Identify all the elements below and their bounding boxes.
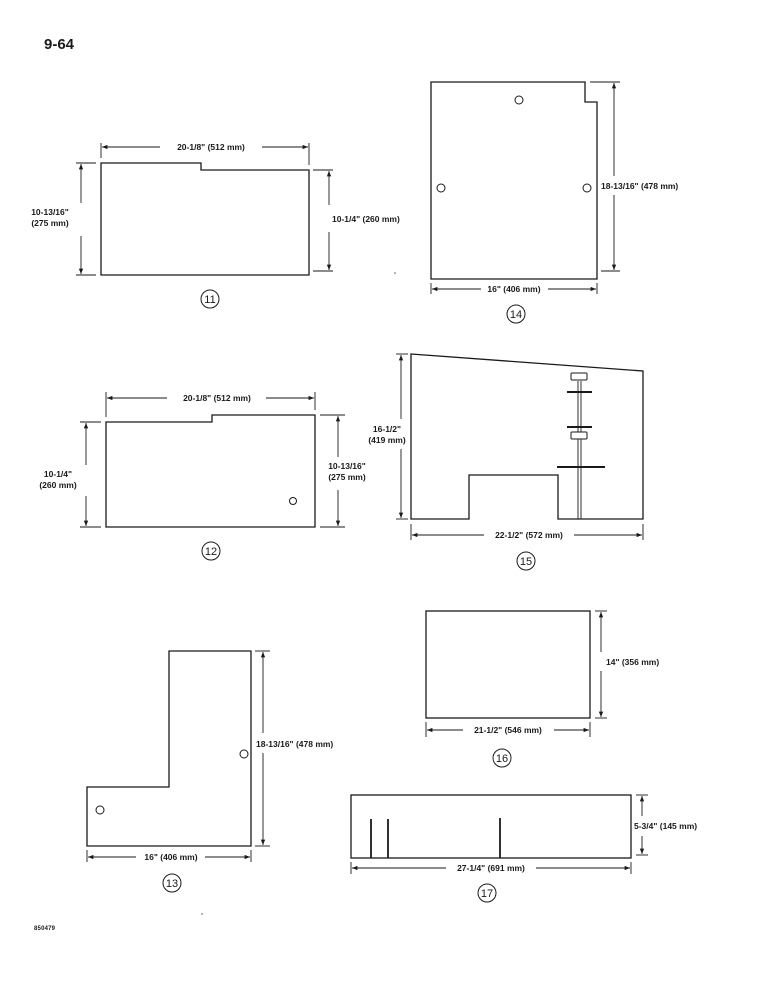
part-16-number: 16 — [496, 753, 508, 765]
part-14-number-circle — [506, 304, 526, 324]
part-11-right-label: 10-1/4" (260 mm) — [332, 214, 400, 224]
part-17-width-label: 27-1/4" (691 mm) — [457, 863, 525, 873]
part-15-outline — [410, 353, 644, 520]
part-14-number: 14 — [510, 309, 522, 321]
part-15-height-label-mm: (419 mm) — [368, 435, 405, 445]
part-12-width-label: 20-1/8" (512 mm) — [183, 393, 251, 403]
part-11-number-circle — [200, 289, 220, 309]
part-14-height-label: 18-13/16" (478 mm) — [601, 181, 678, 191]
part-13-outline — [86, 650, 252, 847]
part-16-width-label: 21-1/2" (546 mm) — [474, 725, 542, 735]
part-12-left-label-mm: (260 mm) — [39, 480, 76, 490]
part-12-number-circle — [201, 541, 221, 561]
part-15: 16-1/2" (419 mm) 22-1/2" (572 mm) 15 — [368, 353, 644, 571]
part-12-hole — [289, 497, 297, 505]
part-15-number: 15 — [520, 556, 532, 568]
part-11: 20-1/8" (512 mm) 10-13/16" (275 mm) 10-1… — [31, 142, 400, 309]
figure-code: 850479 — [34, 926, 56, 932]
part-12-right-label: 10-13/16" — [328, 461, 366, 471]
part-14-width-label: 16" (406 mm) — [487, 284, 540, 294]
part-13-number: 13 — [166, 878, 178, 890]
part-11-left-label-mm: (275 mm) — [31, 218, 68, 228]
part-14-hole-left — [436, 183, 446, 193]
part-16-number-circle — [492, 748, 512, 768]
part-17-number: 17 — [481, 888, 493, 900]
part-11-width-label: 20-1/8" (512 mm) — [177, 142, 245, 152]
part-14-outline — [430, 81, 598, 280]
part-12: 20-1/8" (512 mm) 10-1/4" (260 mm) 10-13/… — [39, 392, 366, 561]
part-11-left-label: 10-13/16" — [31, 207, 69, 217]
part-15-hardware — [557, 372, 605, 519]
part-13-hole-right — [239, 749, 249, 759]
part-17-number-circle — [477, 883, 497, 903]
part-17-height-label: 5-3/4" (145 mm) — [634, 821, 697, 831]
part-17: 5-3/4" (145 mm) 27-1/4" (691 mm) 17 — [350, 794, 697, 903]
part-16-height-label: 14" (356 mm) — [606, 657, 659, 667]
part-16: 14" (356 mm) 21-1/2" (546 mm) 16 — [425, 610, 659, 768]
part-11-outline — [100, 162, 310, 276]
part-12-right-label-mm: (275 mm) — [328, 472, 365, 482]
part-13-width-label: 16" (406 mm) — [144, 852, 197, 862]
part-14: 18-13/16" (478 mm) 16" (406 mm) 14 — [430, 81, 678, 324]
scan-speck — [201, 913, 203, 915]
part-16-outline — [425, 610, 591, 719]
part-15-number-circle — [516, 551, 536, 571]
part-12-number: 12 — [205, 546, 217, 558]
part-13-number-circle — [162, 873, 182, 893]
scan-speck — [394, 272, 396, 274]
part-15-height-label: 16-1/2" — [373, 424, 401, 434]
page-number: 9-64 — [44, 36, 75, 53]
part-12-left-label: 10-1/4" — [44, 469, 72, 479]
part-13: 18-13/16" (478 mm) 16" (406 mm) 13 — [86, 650, 333, 893]
part-11-number: 11 — [204, 294, 215, 306]
part-14-hole-top — [514, 95, 524, 105]
part-13-height-label: 18-13/16" (478 mm) — [256, 739, 333, 749]
part-15-width-label: 22-1/2" (572 mm) — [495, 530, 563, 540]
part-14-hole-right — [582, 183, 592, 193]
part-13-hole-left — [95, 805, 105, 815]
part-17-outline — [350, 794, 632, 859]
part-12-outline — [105, 414, 316, 528]
